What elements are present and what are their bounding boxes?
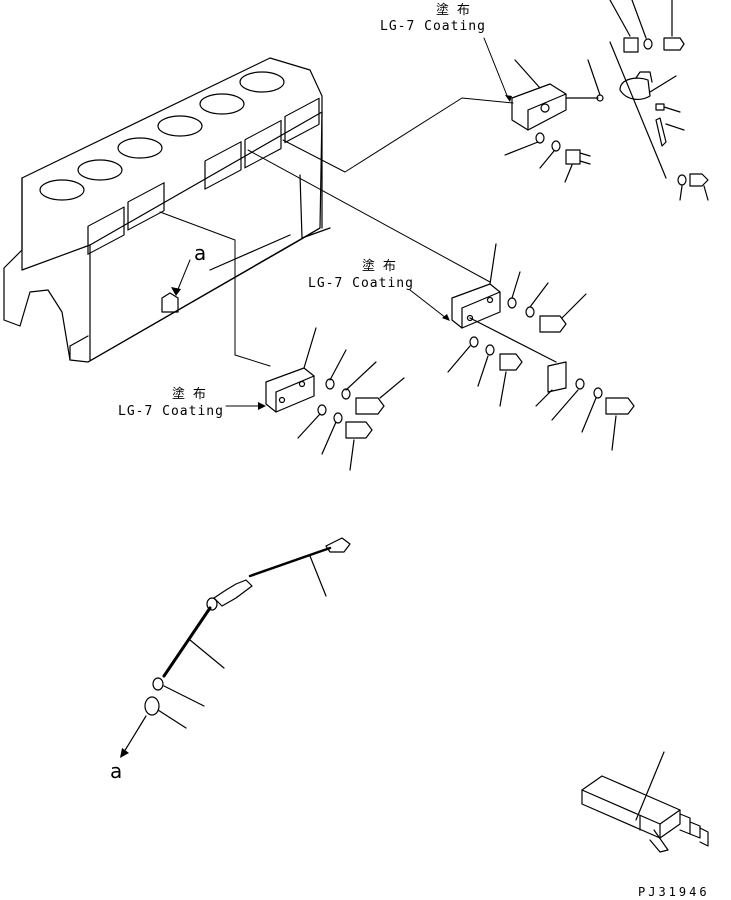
bolt <box>539 315 567 333</box>
top-bracket-group <box>504 59 604 183</box>
engine-block <box>3 57 331 363</box>
washer <box>485 344 495 356</box>
washer <box>593 387 603 399</box>
bolt <box>499 353 523 371</box>
spacer-plate <box>547 361 567 393</box>
washer <box>535 132 545 144</box>
side-cover <box>244 119 282 169</box>
bolt <box>355 397 385 415</box>
coating-top-en: LG-7 Coating <box>380 19 486 34</box>
leader-lines <box>159 97 514 367</box>
bracket-plate <box>511 83 567 131</box>
bracket-plate <box>265 367 315 413</box>
cylinder-bore <box>199 93 245 115</box>
coating-leaders <box>225 37 512 410</box>
left-bracket-group <box>265 327 405 471</box>
coating-left-jp: 塗 布 <box>172 386 206 402</box>
washer <box>507 297 517 309</box>
coating-middle-en: LG-7 Coating <box>308 276 414 291</box>
cable-assembly <box>120 537 351 758</box>
bolt <box>605 397 635 415</box>
bolt <box>689 173 709 187</box>
ref-label-block: a <box>194 241 206 265</box>
clamp-plate <box>623 37 639 53</box>
washer <box>341 388 351 400</box>
coating-top-jp: 塗 布 <box>436 2 470 18</box>
middle-bracket-group <box>447 243 635 451</box>
arrow-head <box>120 748 129 758</box>
washer <box>469 336 479 348</box>
washer <box>643 38 653 50</box>
cylinder-bore <box>157 115 203 137</box>
washer <box>551 140 561 152</box>
block-boss <box>161 292 179 313</box>
clamp-body <box>619 77 651 100</box>
tool-detail <box>581 751 709 853</box>
washer <box>677 174 687 186</box>
washer <box>317 404 327 416</box>
cylinder-bore <box>77 159 123 181</box>
arrow-head <box>171 287 181 296</box>
bolt-head <box>565 149 581 165</box>
coating-left-en: LG-7 Coating <box>118 404 224 419</box>
washer <box>525 306 535 318</box>
cylinder-bore <box>239 71 285 93</box>
washer <box>333 412 343 424</box>
side-cover <box>87 206 125 255</box>
washer <box>575 378 585 390</box>
coating-middle-jp: 塗 布 <box>362 258 396 274</box>
cylinder-bore <box>39 179 85 201</box>
clamp-group <box>609 0 709 201</box>
side-cover <box>204 141 242 190</box>
side-cover <box>127 182 165 231</box>
side-cover <box>284 97 320 144</box>
bolt <box>663 37 685 51</box>
drawing-code: PJ31946 <box>638 885 710 899</box>
bolt <box>345 421 373 439</box>
ref-label-bottom: a <box>110 759 122 783</box>
cylinder-bore <box>117 137 163 159</box>
